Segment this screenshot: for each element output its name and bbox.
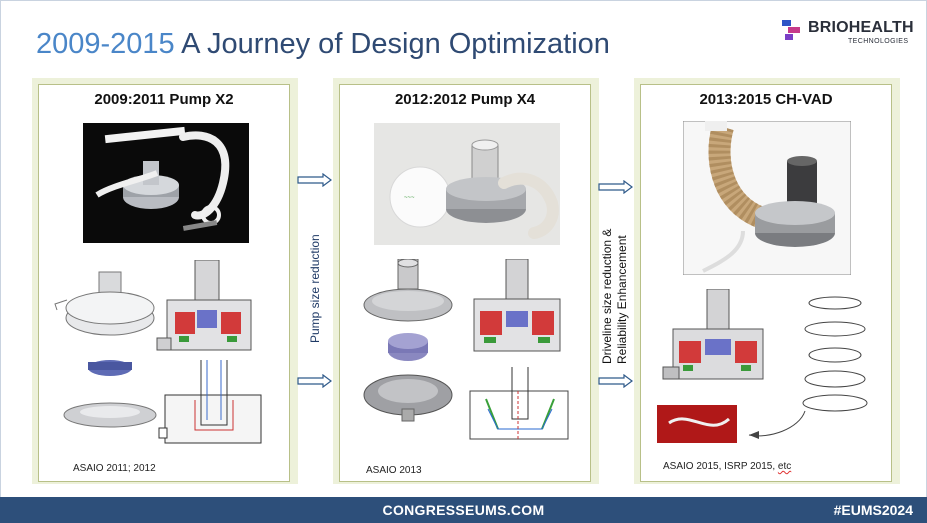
pump-x2-drawings <box>54 260 262 444</box>
citation-main: ASAIO 2015, ISRP 2015, <box>663 461 778 472</box>
arrow-right-icon <box>598 374 633 388</box>
brio-logo-icon <box>782 20 800 40</box>
panel-citation: ASAIO 2015, ISRP 2015, etc <box>663 461 791 472</box>
panel-title: 2009:2011 Pump X2 <box>94 91 234 108</box>
pump-x4-photo: ~~~ <box>374 123 560 245</box>
footer-bar: CONGRESSEUMS.COM #EUMS2024 <box>0 497 927 523</box>
logo-name: BRIOHEALTH <box>808 19 914 36</box>
panel-title: 2012:2012 Pump X4 <box>394 91 536 108</box>
footer-url: CONGRESSEUMS.COM <box>382 502 545 518</box>
transition-label-driveline: Driveline size reduction & Reliability E… <box>600 229 630 364</box>
panel-pump-x4: 2012:2012 Pump X4 ~~~ A <box>339 84 591 482</box>
citation-etc: etc <box>777 461 792 472</box>
svg-text:~~~: ~~~ <box>404 195 415 201</box>
footer-hashtag: #EUMS2024 <box>833 502 913 518</box>
briohealth-logo: BRIOHEALTH TECHNOLOGIES <box>782 16 914 52</box>
panel-title: 2013:2015 CH-VAD <box>699 91 833 108</box>
title-years: 2009-2015 <box>36 28 175 60</box>
arrow-right-icon <box>598 180 633 194</box>
transition-label-pump-size: Pump size reduction <box>308 234 322 343</box>
transition-label-line-1: Driveline size reduction & <box>600 228 614 364</box>
panel-citation: ASAIO 2011; 2012 <box>73 463 156 474</box>
ch-vad-photo <box>683 121 851 275</box>
panel-ch-vad: 2013:2015 CH-VAD ASAIO 2015, ISRP 201 <box>640 84 892 482</box>
title-text: A Journey of Design Optimization <box>181 28 610 60</box>
pump-x4-drawings <box>363 259 569 440</box>
panel-citation: ASAIO 2013 <box>366 465 422 476</box>
pump-x2-photo <box>83 123 249 243</box>
logo-subtitle: TECHNOLOGIES <box>848 38 909 45</box>
ch-vad-drawings <box>657 289 868 443</box>
transition-label-line-2: Reliability Enhancement <box>615 235 629 364</box>
arrow-right-icon <box>297 173 332 187</box>
panel-pump-x2: 2009:2011 Pump X2 ASAI <box>38 84 290 482</box>
arrow-right-icon <box>297 374 332 388</box>
slide-title: 2009-2015 A Journey of Design Optimizati… <box>36 28 610 61</box>
